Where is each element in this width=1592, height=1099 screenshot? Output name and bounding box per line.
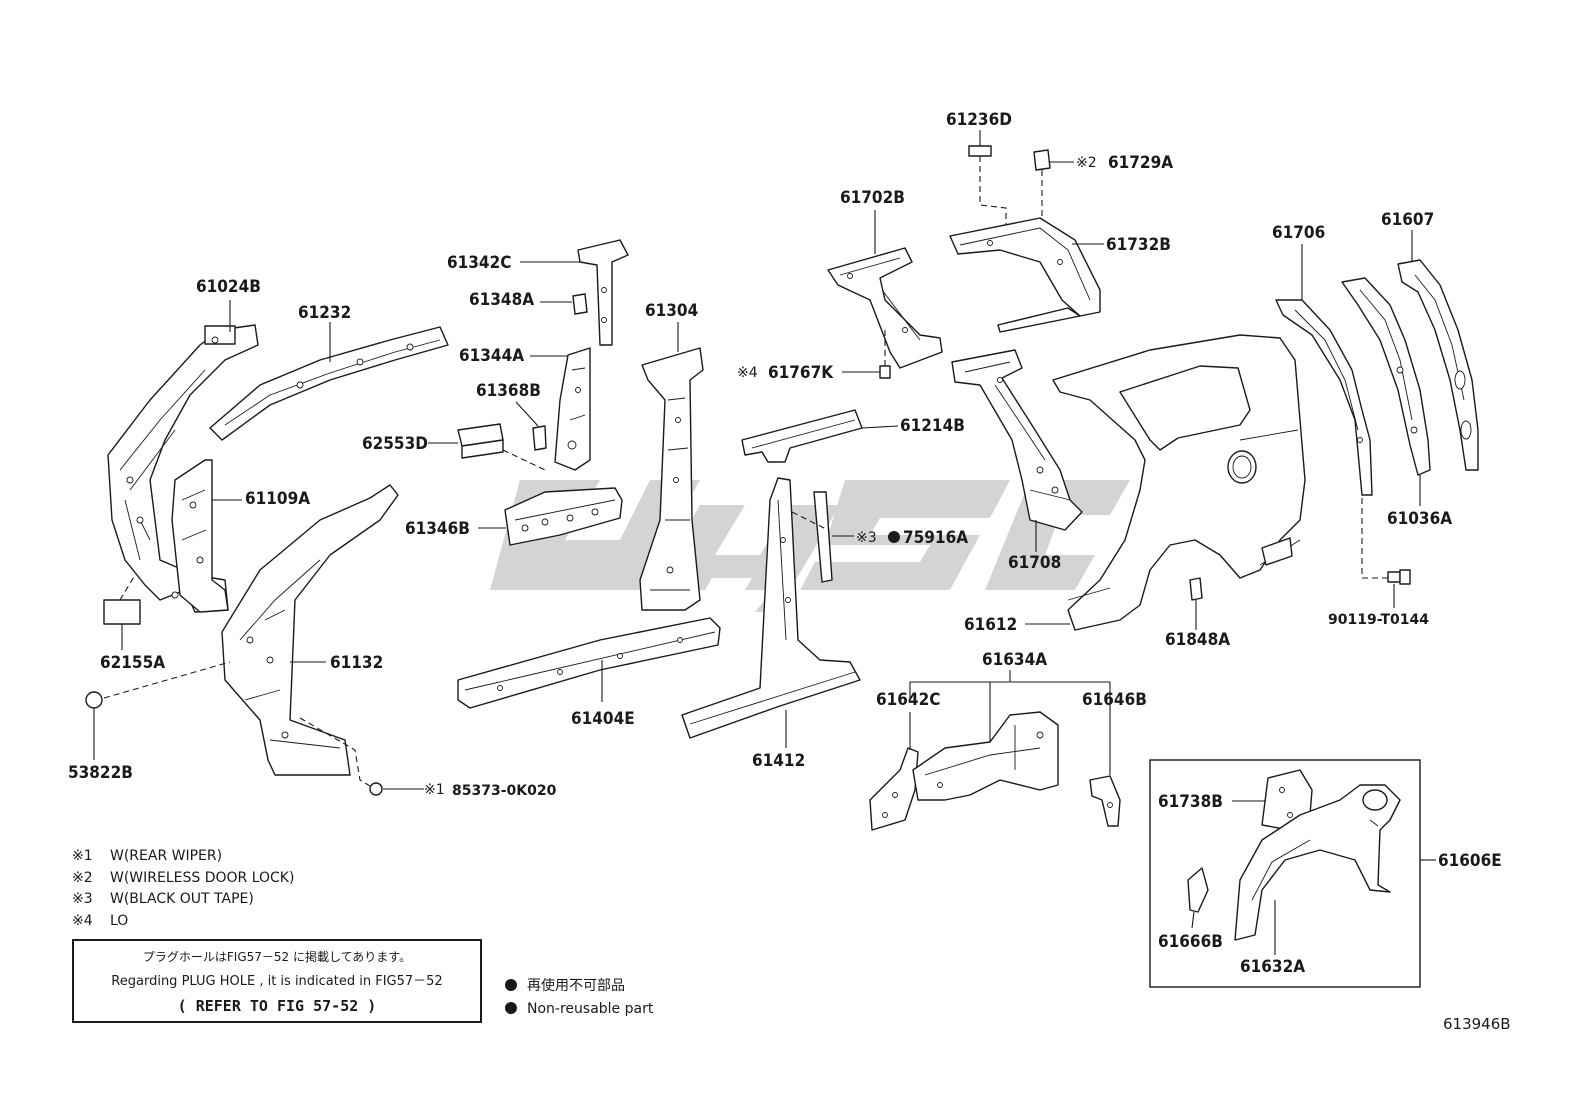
part-61412-rocker-outer: [681, 477, 861, 739]
part-61612-quarter-panel: [1052, 334, 1306, 631]
part-61848A-bracket: [1189, 577, 1203, 601]
part-61642C-wheelhouse-front-piece: [869, 747, 919, 831]
label-61612: 61612: [964, 615, 1017, 635]
part-61024B-front-pillar-inner: [107, 324, 259, 613]
mark-2: ※2: [1076, 155, 1097, 171]
reference-japanese: プラグホールはFIG57－52 に掲載してあります。: [142, 950, 412, 964]
legend-item: 再使用不可部品: [505, 975, 653, 998]
part-61729A-bracket: [1033, 149, 1051, 171]
label-61729A: 61729A: [1108, 153, 1173, 173]
label-61346B: 61346B: [405, 519, 470, 539]
part-61708-quarter-pillar: [951, 349, 1083, 531]
part-61646B-wheelhouse-rear-piece: [1089, 775, 1121, 827]
part-61346B-rocker-reinforcement: [504, 487, 623, 546]
label-61738B: 61738B: [1158, 792, 1223, 812]
part-61706-quarter-pillar-inner: [1275, 299, 1373, 496]
part-62155A-sponge: [103, 599, 141, 625]
label-61236D: 61236D: [946, 110, 1012, 130]
part-61634A-wheelhouse-inner: [912, 711, 1059, 801]
label-61348A: 61348A: [469, 290, 534, 310]
label-61666B: 61666B: [1158, 932, 1223, 952]
label-61632A: 61632A: [1240, 957, 1305, 977]
part-61732B-roof-rear-rail: [949, 217, 1101, 333]
label-61342C: 61342C: [447, 253, 511, 273]
label-61404E: 61404E: [571, 709, 635, 729]
part-75916A-tape: [813, 491, 833, 583]
reference-english: Regarding PLUG HOLE , it is indicated in…: [111, 974, 443, 989]
label-75916A: 75916A: [903, 528, 968, 548]
part-61702B-roof-side-inner-rear: [827, 247, 943, 369]
part-62553D-sponge: [457, 423, 504, 459]
label-61304: 61304: [645, 301, 698, 321]
mark-3: ※3: [856, 530, 877, 546]
part-61404E-rocker-inner: [457, 617, 721, 709]
label-61642C: 61642C: [876, 690, 940, 710]
label-61706: 61706: [1272, 223, 1325, 243]
part-61214B-roof-panel-section: [741, 409, 863, 463]
legend-item: Non-reusable part: [505, 998, 653, 1021]
label-61412: 61412: [752, 751, 805, 771]
figure-code: 613946B: [1443, 1015, 1511, 1033]
label-61606E: 61606E: [1438, 851, 1502, 871]
mark-1: ※1: [424, 782, 445, 798]
label-61702B: 61702B: [840, 188, 905, 208]
reference-box: プラグホールはFIG57－52 に掲載してあります。 Regarding PLU…: [72, 939, 482, 1023]
part-61036A-lock-pillar: [1341, 277, 1431, 476]
part-61607-pillar-reinforcement: [1397, 259, 1479, 471]
label-61848A: 61848A: [1165, 630, 1230, 650]
mark-4: ※4: [737, 365, 758, 381]
non-reusable-dot-icon: [505, 979, 517, 991]
label-85373: 85373-0K020: [452, 783, 557, 799]
label-62553D: 62553D: [362, 434, 428, 454]
part-61666B-bracket: [1187, 867, 1209, 913]
reference-figure: ( REFER TO FIG 57-52 ): [177, 997, 377, 1015]
part-61368B-bracket: [532, 425, 547, 451]
label-61732B: 61732B: [1106, 235, 1171, 255]
label-61132: 61132: [330, 653, 383, 673]
label-61036A: 61036A: [1387, 509, 1452, 529]
label-61109A: 61109A: [245, 489, 310, 509]
part-61109A-pillar-reinforcement: [171, 459, 229, 613]
label-61344A: 61344A: [459, 346, 524, 366]
subassembly-box-61606E: [1149, 759, 1421, 988]
label-62155A: 62155A: [100, 653, 165, 673]
label-53822B: 53822B: [68, 763, 133, 783]
part-61232-roof-side-rail: [209, 326, 449, 441]
label-61646B: 61646B: [1082, 690, 1147, 710]
part-61767K-clip: [879, 365, 891, 379]
part-61344A-pillar-reinforcement: [554, 347, 591, 471]
part-61632A-wheelhouse-outer: [1234, 784, 1401, 941]
non-reusable-dot: [888, 531, 900, 543]
part-61342C-center-pillar-upper: [577, 239, 629, 346]
part-61132-front-pillar-outer: [221, 484, 399, 776]
label-61607: 61607: [1381, 210, 1434, 230]
part-90119-bolt: [1387, 569, 1411, 585]
label-61368B: 61368B: [476, 381, 541, 401]
part-85373-grommet: [369, 782, 383, 796]
label-61214B: 61214B: [900, 416, 965, 436]
part-61236D-bracket: [968, 145, 992, 157]
part-61348A-bracket: [572, 293, 588, 315]
non-reusable-dot-icon: [505, 1002, 517, 1014]
part-53822B-clip: [85, 691, 103, 709]
label-61767K: 61767K: [768, 363, 834, 383]
part-61304-center-pillar-outer: [639, 347, 704, 611]
legend: 再使用不可部品 Non-reusable part: [505, 975, 653, 1021]
label-90119: 90119-T0144: [1328, 612, 1429, 628]
label-61708: 61708: [1008, 553, 1061, 573]
label-61634A: 61634A: [982, 650, 1047, 670]
label-61024B: 61024B: [196, 277, 261, 297]
label-61232: 61232: [298, 303, 351, 323]
